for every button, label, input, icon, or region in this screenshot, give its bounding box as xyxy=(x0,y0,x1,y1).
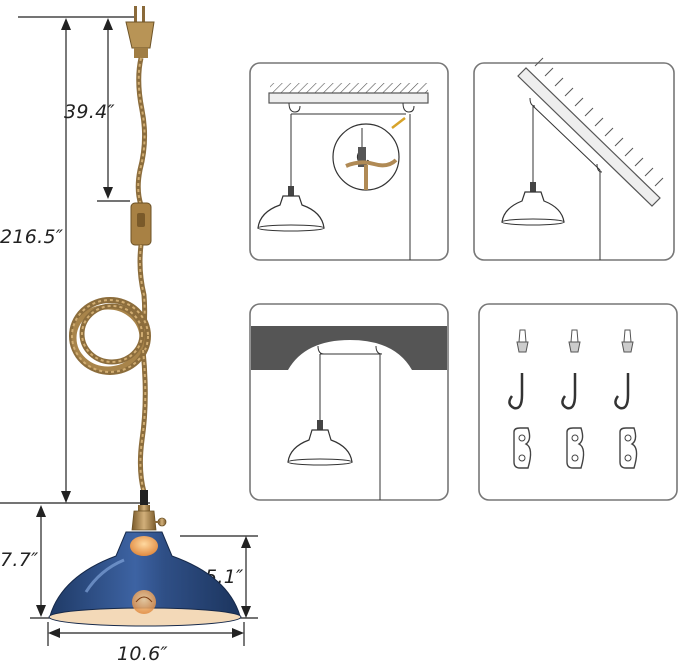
screw-hook-icon xyxy=(614,373,630,410)
inline-switch-icon xyxy=(130,202,152,246)
brass-socket-icon xyxy=(131,505,167,531)
hook-detail-icon xyxy=(332,117,406,191)
cord-clip-icon xyxy=(619,427,638,469)
mini-pendant-icon xyxy=(501,182,565,226)
coiled-cord-icon xyxy=(69,297,151,375)
total-length-label: 216.5″ xyxy=(0,226,63,248)
screw-hook-icon xyxy=(508,373,524,410)
sloped-ceiling-icon xyxy=(517,57,664,207)
cord-clip-icon xyxy=(513,427,532,469)
plug-to-switch-label: 39.4″ xyxy=(64,101,115,123)
cord-clip-icon xyxy=(566,427,585,469)
wall-anchor-icon xyxy=(621,329,634,353)
shade-diameter-label: 10.6″ xyxy=(117,643,168,663)
plug-icon xyxy=(125,6,155,58)
arched-beam-install-panel xyxy=(249,303,449,501)
hardware-kit-panel xyxy=(478,303,678,501)
sloped-ceiling-install-panel xyxy=(473,57,675,261)
dimension-lines xyxy=(0,16,258,646)
mini-pendant-icon xyxy=(257,186,325,232)
twisted-cord xyxy=(135,57,148,206)
lamp-height-label: 7.7″ xyxy=(0,549,39,571)
screw-hook-icon xyxy=(561,373,577,410)
pendant-light-product xyxy=(48,6,242,627)
arched-beam-icon xyxy=(251,326,447,370)
wall-anchor-icon xyxy=(568,329,581,353)
mini-pendant-icon xyxy=(287,420,353,466)
blue-enamel-shade xyxy=(48,531,242,627)
wall-anchor-icon xyxy=(516,329,529,353)
flat-ceiling-install-panel xyxy=(249,62,449,261)
